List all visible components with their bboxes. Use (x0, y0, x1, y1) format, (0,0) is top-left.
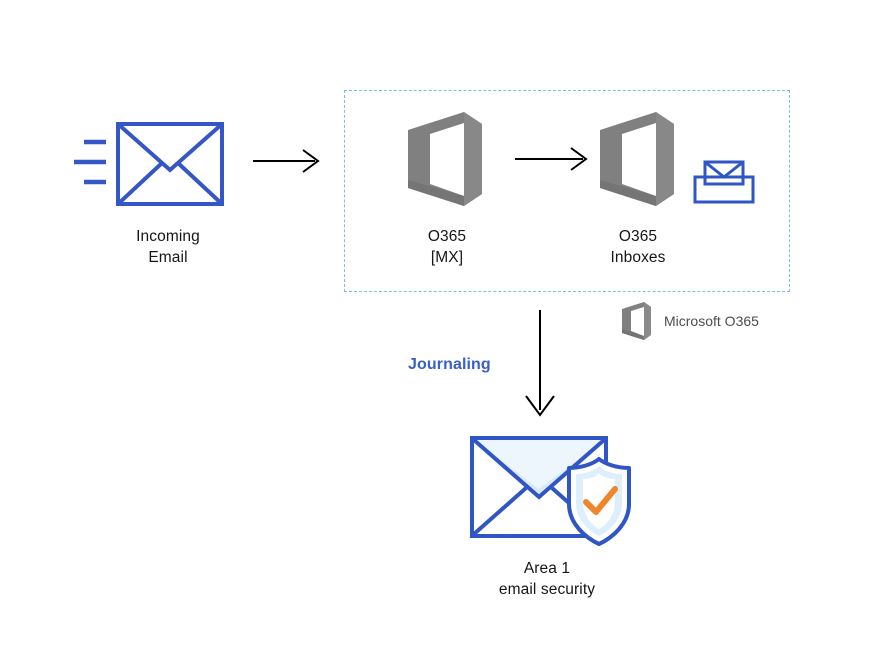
incoming-email-label-line1: Incoming (136, 228, 200, 245)
journaling-edge-label: Journaling (408, 356, 491, 373)
area1-email-security-icon (466, 432, 632, 548)
area1-email-security-label: Area 1 email security (452, 558, 642, 600)
legend-microsoft-o365: Microsoft O365 (620, 300, 800, 342)
o365-inboxes-label-line2: Inboxes (610, 249, 666, 266)
arrow-down-icon-journaling (516, 310, 564, 420)
arrow-right-icon-incoming-to-o365 (253, 144, 323, 178)
o365-boundary-zone (344, 90, 790, 292)
legend-microsoft-o365-label: Microsoft O365 (664, 313, 759, 329)
o365-mx-label-line2: [MX] (430, 249, 464, 266)
o365-inboxes-label-line1: O365 (618, 228, 658, 245)
office-365-icon-inboxes (596, 110, 682, 208)
office-365-icon-legend (620, 301, 654, 341)
incoming-email-label-line2: Email (148, 249, 188, 266)
office-365-icon-mx (404, 110, 490, 208)
inbox-tray-envelope-icon (692, 158, 756, 206)
incoming-email-icon (70, 116, 230, 212)
o365-mx-label: O365 [MX] (383, 226, 511, 268)
area1-label-line2: email security (498, 581, 596, 598)
area1-label-line1: Area 1 (523, 560, 571, 577)
o365-mx-label-line1: O365 (427, 228, 467, 245)
arrow-right-icon-mx-to-inboxes (515, 142, 591, 176)
